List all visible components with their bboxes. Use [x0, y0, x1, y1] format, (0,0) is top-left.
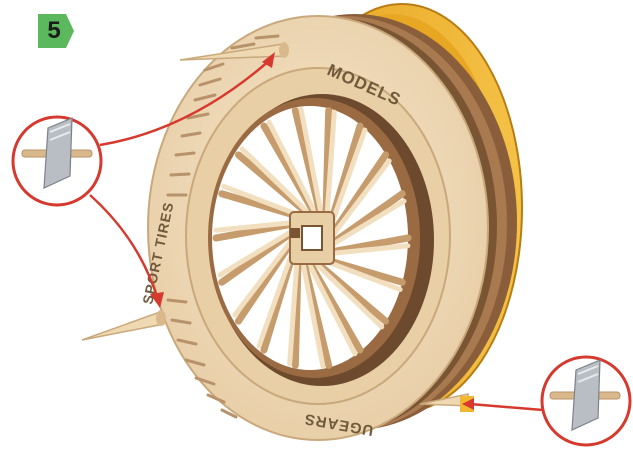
step-badge: 5 — [38, 14, 74, 48]
callout-right — [542, 357, 630, 445]
pin-left — [82, 310, 166, 340]
arrow-to-bottom-pin — [470, 404, 543, 410]
step-number: 5 — [38, 14, 70, 48]
hub — [290, 212, 334, 264]
callout-left — [13, 117, 101, 205]
